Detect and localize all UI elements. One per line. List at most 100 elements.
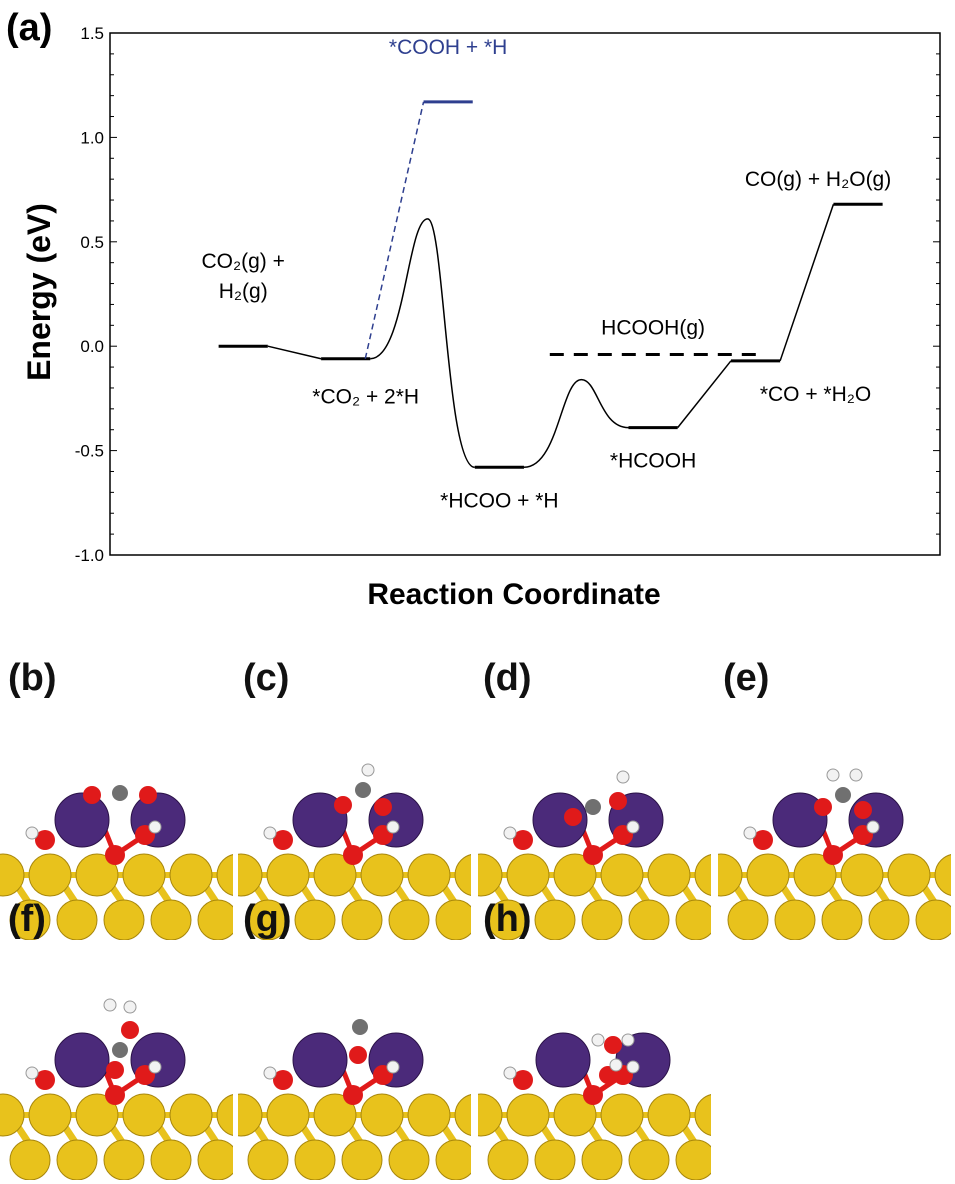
structure-image (478, 1032, 711, 1180)
au-atom (694, 1094, 711, 1136)
state-label: *CO₂ + 2*H (312, 386, 419, 409)
au-atom (75, 853, 119, 897)
au-atom (727, 899, 769, 940)
au-atom (313, 853, 357, 897)
h-atom (826, 768, 840, 782)
mo-atom (292, 1032, 348, 1088)
x-axis-label: Reaction Coordinate (367, 578, 660, 611)
au-atom (478, 1093, 503, 1137)
h-atom (626, 820, 640, 834)
connector (677, 360, 732, 429)
au-atom (9, 899, 51, 940)
panel-label-g: (g) (243, 898, 292, 940)
h-atom (148, 820, 162, 834)
panel-label-c: (c) (243, 657, 290, 699)
c-atom (355, 782, 371, 798)
state-label: H₂(g) (219, 280, 268, 303)
y-tick-label: 1.5 (80, 24, 104, 43)
au-atom (122, 1093, 166, 1137)
au-atom (774, 899, 816, 940)
mo-atom (535, 1032, 591, 1088)
o-atom (823, 845, 843, 865)
au-atom (103, 1139, 145, 1180)
mo-atom (54, 792, 110, 848)
o-atom (106, 1061, 124, 1079)
au-atom (506, 853, 550, 897)
o-atom (814, 798, 832, 816)
h-atom (849, 768, 863, 782)
au-atom (675, 1139, 711, 1180)
y-tick-label: 0.0 (80, 337, 104, 356)
state-label: HCOOH(g) (601, 317, 705, 340)
au-atom (435, 899, 471, 940)
au-atom (454, 1094, 471, 1136)
h-atom (386, 1060, 400, 1074)
o-atom (139, 786, 157, 804)
au-atom (150, 1139, 192, 1180)
o-atom (343, 1085, 363, 1105)
au-atom (718, 853, 743, 897)
o-atom (583, 1085, 603, 1105)
au-atom (628, 1139, 670, 1180)
structure-image (238, 1019, 471, 1180)
au-atom (478, 853, 503, 897)
h-atom (123, 1000, 137, 1014)
connector (779, 203, 835, 362)
au-atom (553, 1093, 597, 1137)
h-atom (103, 998, 117, 1012)
panel-label-h: (h) (483, 898, 532, 940)
au-atom (628, 899, 670, 940)
au-atom (407, 853, 451, 897)
au-atom (341, 1139, 383, 1180)
o-atom (349, 1046, 367, 1064)
au-atom (238, 1093, 263, 1137)
au-atom (266, 853, 310, 897)
h-atom (621, 1033, 635, 1047)
au-atom (197, 899, 233, 940)
au-atom (56, 1139, 98, 1180)
o-atom (609, 792, 627, 810)
h-atom (609, 1058, 623, 1072)
au-atom (122, 853, 166, 897)
h-atom (386, 820, 400, 834)
state-label: CO₂(g) + (201, 250, 284, 273)
au-atom (75, 1093, 119, 1137)
h-atom (591, 1033, 605, 1047)
au-atom (694, 854, 711, 896)
h-atom (616, 770, 630, 784)
y-axis-ticks: -1.0-0.50.00.51.01.5 (75, 24, 940, 565)
panel-label-b: (b) (8, 657, 57, 699)
au-atom (915, 899, 951, 940)
au-atom (360, 853, 404, 897)
au-atom (934, 854, 951, 896)
h-atom (866, 820, 880, 834)
au-atom (887, 853, 931, 897)
h-atom (25, 826, 39, 840)
au-atom (534, 899, 576, 940)
o-atom (334, 796, 352, 814)
au-atom (28, 853, 72, 897)
o-atom (273, 830, 293, 850)
structure-image (238, 763, 471, 940)
au-atom (647, 1093, 691, 1137)
au-atom (216, 854, 233, 896)
o-atom (374, 798, 392, 816)
au-atom (238, 853, 263, 897)
c-atom (112, 1042, 128, 1058)
c-atom (585, 799, 601, 815)
au-atom (581, 1139, 623, 1180)
au-atom (746, 853, 790, 897)
o-atom (564, 808, 582, 826)
au-atom (9, 1139, 51, 1180)
au-atom (868, 899, 910, 940)
au-atom (487, 899, 529, 940)
o-atom (513, 1070, 533, 1090)
state-label: CO(g) + H₂O(g) (745, 168, 891, 191)
structure-image (478, 770, 711, 940)
h-atom (503, 826, 517, 840)
panel-label-a: (a) (6, 7, 52, 49)
plot-area (109, 32, 941, 556)
au-atom (28, 1093, 72, 1137)
au-atom (487, 1139, 529, 1180)
au-atom (247, 1139, 289, 1180)
